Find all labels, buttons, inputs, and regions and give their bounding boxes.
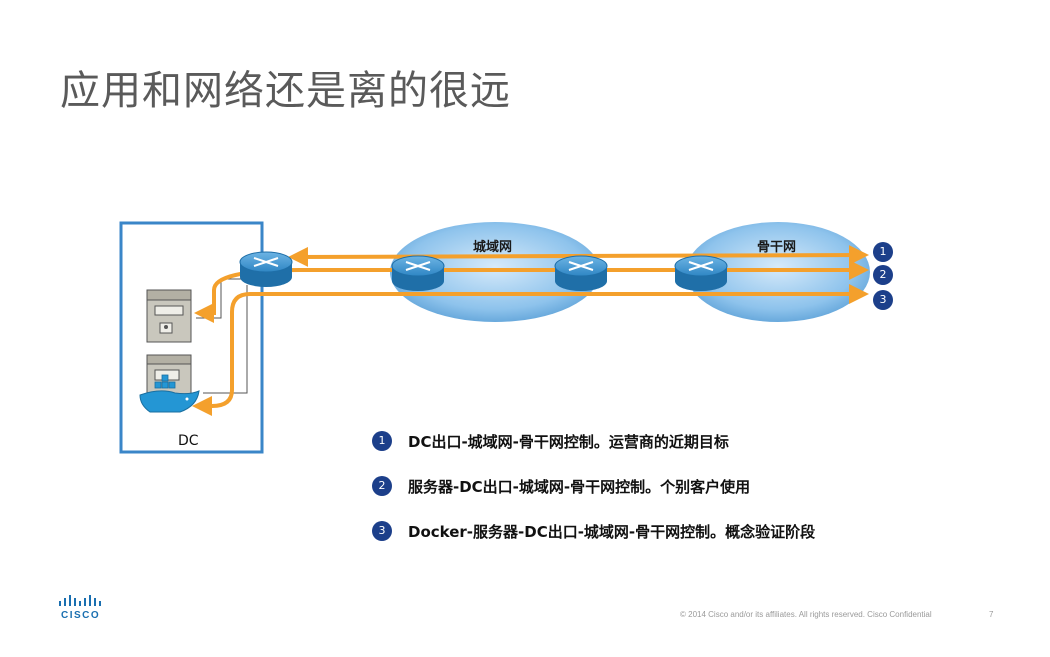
legend-text-1: DC出口-城域网-骨干网控制。运营商的近期目标 xyxy=(408,432,729,451)
legend-number-1: 1 xyxy=(372,431,392,451)
dc-label: DC xyxy=(178,433,199,449)
dc-internal-link xyxy=(203,285,248,394)
legend-text-2: 服务器-DC出口-城域网-骨干网控制。个别客户使用 xyxy=(408,477,751,496)
docker-server-icon xyxy=(139,354,200,413)
dc-edge-router-icon xyxy=(239,251,293,287)
page-title: 应用和网络还是离的很远 xyxy=(60,68,511,114)
path-marker-2: 2 xyxy=(873,265,893,285)
page-number: 7 xyxy=(989,610,994,619)
metro-network-label: 城域网 xyxy=(473,240,513,255)
legend-item-3: 3 Docker-服务器-DC出口-城域网-骨干网控制。概念验证阶段 xyxy=(372,520,815,542)
metro-router-2-icon xyxy=(554,255,608,291)
path-marker-1: 1 xyxy=(873,242,893,262)
metro-router-1-icon xyxy=(391,255,445,291)
legend-text-3: Docker-服务器-DC出口-城域网-骨干网控制。概念验证阶段 xyxy=(408,522,816,541)
cisco-logo-icon xyxy=(59,595,101,606)
cisco-logo-text: CISCO xyxy=(61,610,101,621)
legend-item-1: 1 DC出口-城域网-骨干网控制。运营商的近期目标 xyxy=(372,430,729,452)
path-marker-3: 3 xyxy=(873,290,893,310)
footer-copyright: © 2014 Cisco and/or its affiliates. All … xyxy=(680,610,932,619)
path-3-line xyxy=(192,284,869,416)
legend-item-2: 2 服务器-DC出口-城域网-骨干网控制。个别客户使用 xyxy=(372,475,750,497)
backbone-network-label: 骨干网 xyxy=(757,240,797,255)
backbone-router-icon xyxy=(674,255,728,291)
server-icon xyxy=(146,289,192,343)
legend-number-3: 3 xyxy=(372,521,392,541)
legend-number-2: 2 xyxy=(372,476,392,496)
